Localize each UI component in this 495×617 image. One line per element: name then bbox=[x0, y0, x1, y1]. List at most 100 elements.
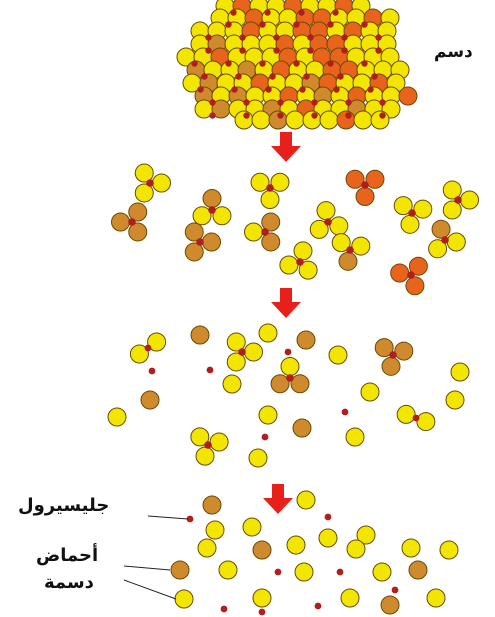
glycerol-dot bbox=[311, 112, 318, 119]
fat-label: دسم bbox=[434, 42, 473, 62]
glycerol-dot bbox=[337, 73, 344, 80]
fatty-acid-circle bbox=[405, 276, 425, 296]
glycerol-dot bbox=[243, 99, 250, 106]
fatty-acid-circle bbox=[296, 490, 316, 510]
glycerol-dot bbox=[191, 60, 198, 67]
fatty-acid-circle bbox=[209, 432, 229, 452]
fatty-acid-circle bbox=[298, 260, 318, 280]
glycerol-dot bbox=[324, 218, 332, 226]
fatty-acid-circle bbox=[195, 446, 215, 466]
glycerol-dot bbox=[273, 34, 280, 41]
glycerol-dot bbox=[298, 9, 305, 16]
stage-triglycerides bbox=[111, 163, 479, 296]
fatty-acid-circle bbox=[261, 212, 281, 232]
fatty-acid-circle bbox=[345, 169, 365, 189]
glycerol-dot bbox=[389, 351, 397, 359]
glycerol-dot bbox=[327, 60, 334, 67]
glycerol-dot bbox=[327, 21, 334, 28]
glycerol-dot bbox=[345, 112, 352, 119]
glycerol-dot bbox=[307, 47, 314, 54]
fatty-acid-circle bbox=[212, 206, 232, 226]
glycerol-dot bbox=[128, 218, 136, 226]
glycerol-dot bbox=[371, 73, 378, 80]
fatty-acid-circle bbox=[346, 539, 366, 559]
fatty-acid-circle bbox=[286, 535, 306, 555]
glycerol-dot bbox=[299, 86, 306, 93]
glycerol-dot bbox=[146, 179, 154, 187]
glycerol-dot bbox=[284, 348, 292, 356]
fatty-acid-circle bbox=[319, 110, 339, 130]
fatty-acid-circle bbox=[205, 520, 225, 540]
fatty-acid-circle bbox=[401, 538, 421, 558]
glycerol-dot bbox=[269, 73, 276, 80]
fatty-acid-circle bbox=[134, 183, 154, 203]
fatty-acid-circle bbox=[309, 219, 329, 239]
fatty-acid-circle bbox=[174, 589, 194, 609]
fatty-acid-circle bbox=[293, 241, 313, 261]
glycerol-dot bbox=[186, 515, 194, 523]
fatty-acid-circle bbox=[442, 180, 462, 200]
glycerol-dot bbox=[225, 60, 232, 67]
fatty-acid-circle bbox=[111, 212, 130, 232]
fatty-acid-circle bbox=[192, 206, 212, 226]
glycerol-dot bbox=[408, 209, 416, 217]
glycerol-dot bbox=[277, 99, 284, 106]
glycerol-dot bbox=[261, 433, 269, 441]
fatty-acid-circle bbox=[128, 222, 148, 242]
fatty-acid-circle bbox=[351, 236, 371, 256]
fatty-acid-circle bbox=[107, 407, 127, 427]
arrow-down-icon bbox=[271, 288, 301, 318]
fatty-acid-circle bbox=[439, 540, 459, 560]
glycerol-dot bbox=[441, 236, 449, 244]
stage-fat-mass bbox=[176, 0, 418, 130]
fatty-acid-circle bbox=[340, 588, 360, 608]
fatty-acid-circle bbox=[445, 390, 465, 410]
glycerol-dot bbox=[225, 21, 232, 28]
fatty-acid-circle bbox=[190, 427, 210, 447]
arrows bbox=[263, 132, 301, 514]
glycerol-dot bbox=[336, 568, 344, 576]
glycerol-dot bbox=[346, 246, 354, 254]
fatty-acid-circle bbox=[426, 588, 446, 608]
fatty-acid-circle bbox=[152, 173, 171, 193]
fatty-acid-circle bbox=[184, 242, 204, 262]
glycerol-dot bbox=[148, 367, 156, 375]
fatty-acid-circle bbox=[398, 86, 418, 106]
glycerol-dot bbox=[303, 73, 310, 80]
fatty-acid-circle bbox=[147, 332, 167, 352]
glycerol-dot bbox=[264, 9, 271, 16]
fatty-acid-circle bbox=[353, 110, 373, 130]
fatty-acid-circle bbox=[261, 232, 281, 252]
fatty-acid-circle bbox=[381, 356, 401, 376]
fatty-acid-circle bbox=[355, 187, 375, 206]
glycerol-dot bbox=[333, 86, 340, 93]
fatty-acid-circle bbox=[140, 390, 160, 410]
glycerol-dot bbox=[361, 21, 368, 28]
fatty-acid-circle bbox=[250, 172, 270, 192]
glycerol-dot bbox=[273, 47, 280, 54]
glycerol-dot bbox=[454, 196, 462, 204]
label-pointers bbox=[123, 515, 189, 600]
fatty-acid-circle bbox=[365, 169, 385, 189]
fatty-acid-circle bbox=[184, 222, 204, 242]
fatty-acid-circle bbox=[380, 595, 400, 615]
fatty-acid-circle bbox=[318, 528, 338, 548]
fatty-acid-circle bbox=[252, 588, 272, 608]
fatty-acid-circle bbox=[128, 202, 148, 222]
stage-partial-breakdown bbox=[107, 323, 470, 468]
fatty-acid-circle bbox=[442, 200, 462, 220]
glycerol-dot bbox=[324, 513, 332, 521]
glycerol-label: جليسيرول bbox=[18, 495, 110, 516]
fatty-acid-circle bbox=[260, 190, 280, 209]
glycerol-dot bbox=[286, 374, 294, 382]
fatty-acid-circle bbox=[294, 562, 314, 582]
fatty-acids-pointer-line bbox=[123, 565, 171, 571]
glycerol-dot bbox=[239, 34, 246, 41]
glycerol-dot bbox=[293, 60, 300, 67]
glycerol-dot bbox=[345, 99, 352, 106]
glycerol-pointer-line bbox=[147, 515, 189, 520]
fatty-acid-circle bbox=[338, 251, 358, 271]
fatty-acid-circle bbox=[244, 222, 263, 242]
fatty-acid-circle bbox=[390, 263, 410, 283]
